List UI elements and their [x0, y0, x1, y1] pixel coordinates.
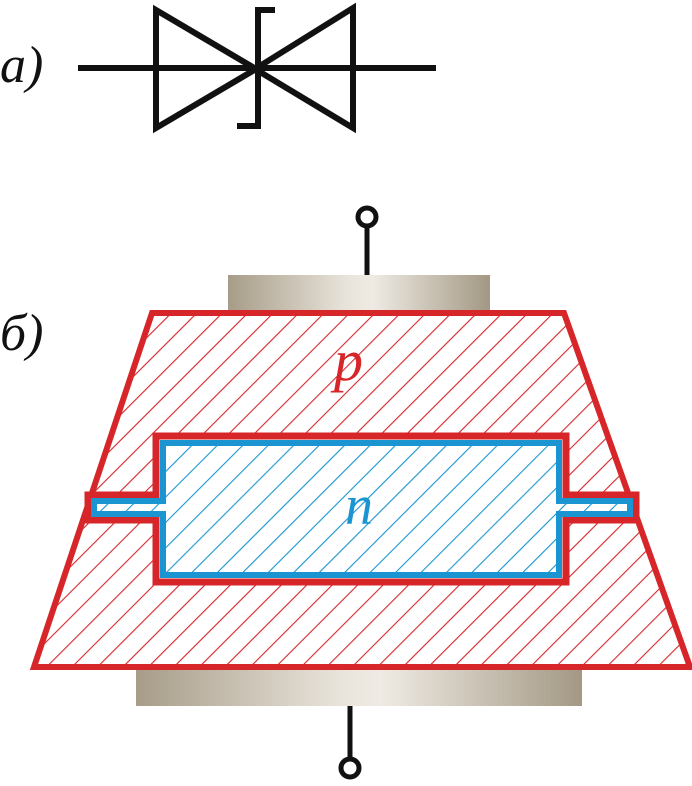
- top-terminal: [355, 205, 379, 229]
- n-region-inner: [91, 440, 633, 578]
- part-b-label: б): [0, 305, 44, 362]
- symbol-reverse-triangle: [249, 2, 356, 134]
- thyristor-symbol: [78, 2, 436, 134]
- symbol-bar: [237, 7, 275, 129]
- top-contact: [228, 275, 490, 313]
- symbol-forward-triangle: [153, 4, 262, 134]
- n-region-label: n: [345, 475, 373, 537]
- bottom-contact: [136, 670, 582, 706]
- bottom-terminal: [338, 756, 362, 780]
- semiconductor-structure: [29, 205, 692, 780]
- p-region-label: p: [334, 328, 363, 393]
- part-a-label: а): [0, 37, 44, 94]
